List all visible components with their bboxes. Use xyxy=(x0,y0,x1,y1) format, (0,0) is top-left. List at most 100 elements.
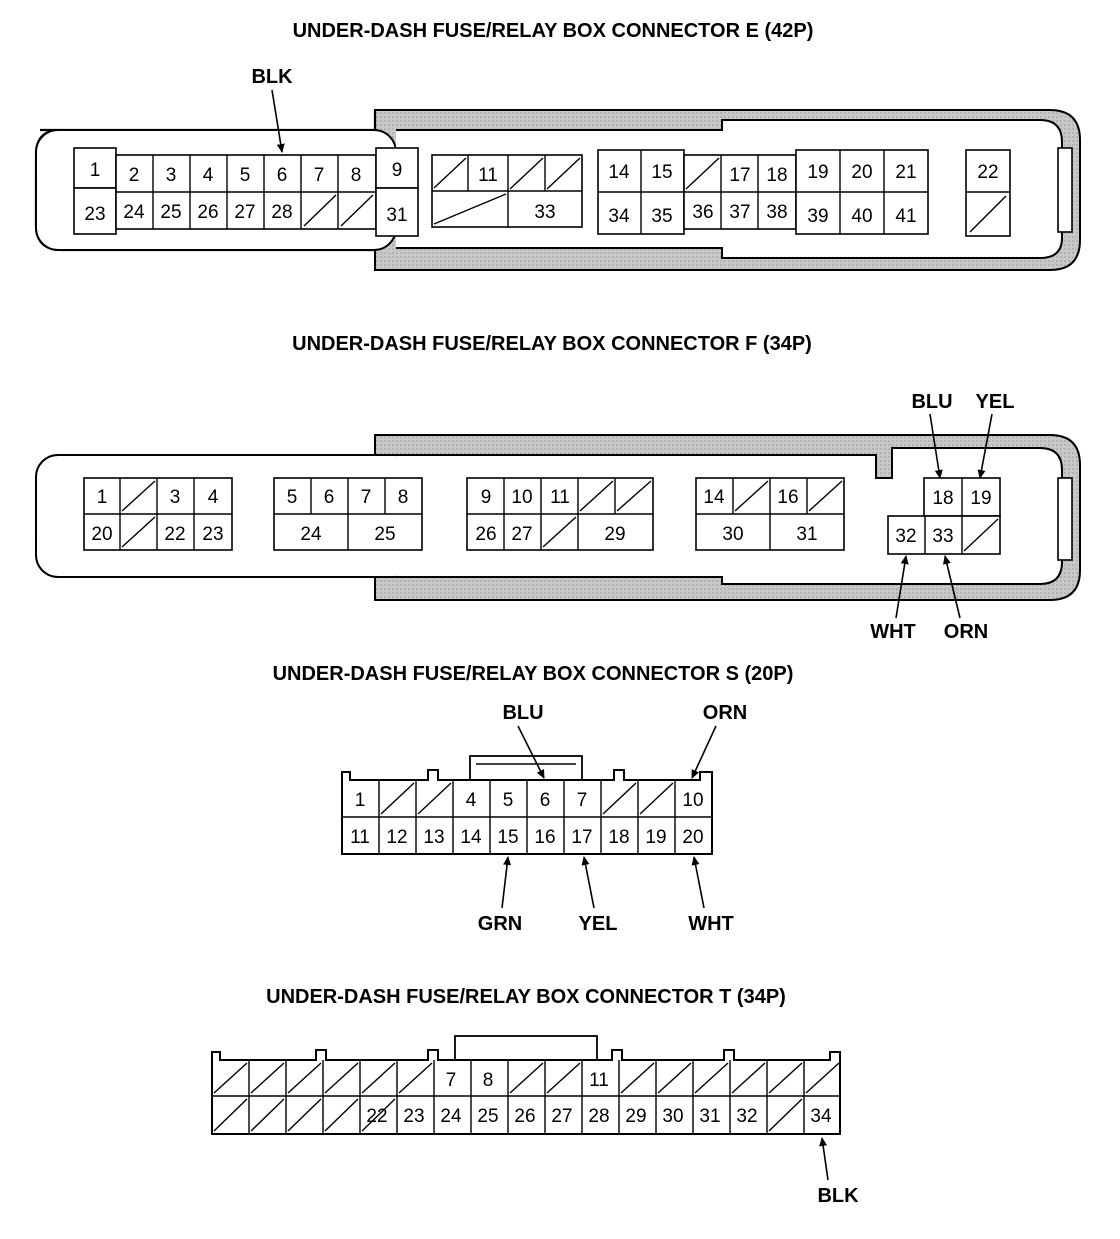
t-blank-cavity xyxy=(361,1098,396,1132)
e-pin-23: 23 xyxy=(84,204,105,225)
s-wire-blu: BLU xyxy=(502,702,543,724)
s-pin-1: 1 xyxy=(355,790,366,811)
s-pin-10: 10 xyxy=(682,790,703,811)
e-pin-38: 38 xyxy=(766,202,787,223)
f-pin19-arrow xyxy=(977,413,993,479)
t-blank-cavity xyxy=(324,1098,359,1132)
s-pin-14: 14 xyxy=(460,827,482,848)
connector-t: 7 8 11 22 23 24 25 26 27 28 29 30 31 32 … xyxy=(211,1035,859,1207)
s-pin-13: 13 xyxy=(423,827,444,848)
e-pin-27: 27 xyxy=(234,202,255,223)
s-pin17-arrow xyxy=(581,856,595,909)
e-pin-31: 31 xyxy=(386,205,407,226)
f-pin-6: 6 xyxy=(324,487,335,508)
e-pin-19: 19 xyxy=(807,162,828,183)
t-pin-34: 34 xyxy=(810,1106,832,1127)
s-wire-yel: YEL xyxy=(579,913,618,935)
t-blank-cavity xyxy=(213,1098,248,1132)
f-pin-20: 20 xyxy=(91,524,112,545)
f-pin-1: 1 xyxy=(97,487,108,508)
connector-t-lock xyxy=(454,1035,598,1061)
t-wire-blk: BLK xyxy=(817,1185,859,1207)
e-pin-22: 22 xyxy=(977,162,998,183)
e-pin-7: 7 xyxy=(314,165,325,186)
t-pin-23: 23 xyxy=(403,1106,424,1127)
t-pin-7: 7 xyxy=(446,1070,457,1091)
connector-e: 1 23 2 3 4 5 6 7 8 24 25 26 27 28 9 31 xyxy=(34,66,1081,271)
f-pin-27: 27 xyxy=(511,524,532,545)
f-pin33-arrow xyxy=(942,555,961,619)
e-pin-3: 3 xyxy=(166,165,177,186)
e-pin6-arrow xyxy=(271,89,285,153)
t-blank-cavity xyxy=(324,1062,359,1094)
f-pin-24: 24 xyxy=(300,524,322,545)
f-pin-9: 9 xyxy=(481,487,492,508)
t-pin-11: 11 xyxy=(589,1070,609,1091)
f-pin-7: 7 xyxy=(361,487,372,508)
connector-e-title: UNDER-DASH FUSE/RELAY BOX CONNECTOR E (4… xyxy=(293,20,814,42)
t-pin-29: 29 xyxy=(625,1106,646,1127)
t-blank-cavity xyxy=(768,1062,803,1094)
t-blank-cavity xyxy=(287,1098,322,1132)
s-pin-17: 17 xyxy=(571,827,592,848)
s-pin-7: 7 xyxy=(577,790,588,811)
e-pin-39: 39 xyxy=(807,206,828,227)
e-pin-25: 25 xyxy=(160,202,181,223)
f-pin-25: 25 xyxy=(374,524,395,545)
e-pin-24: 24 xyxy=(123,202,145,223)
f-pin-5: 5 xyxy=(287,487,298,508)
f-pin-30: 30 xyxy=(722,524,743,545)
f-pin-18: 18 xyxy=(932,488,953,509)
t-pin-22: 22 xyxy=(366,1106,387,1127)
s-pin-16: 16 xyxy=(534,827,555,848)
e-pin-21: 21 xyxy=(895,162,916,183)
t-pin-24: 24 xyxy=(440,1106,462,1127)
connector-s-lock xyxy=(469,755,583,781)
e-pin-6: 6 xyxy=(277,165,288,186)
f-pin-11: 11 xyxy=(550,487,570,508)
e-wire-blk: BLK xyxy=(251,66,293,88)
connector-f-title: UNDER-DASH FUSE/RELAY BOX CONNECTOR F (3… xyxy=(292,333,812,355)
connector-t-grid xyxy=(213,1060,840,1134)
s-pin-20: 20 xyxy=(682,827,703,848)
s-pin-15: 15 xyxy=(497,827,518,848)
e-pin-8: 8 xyxy=(351,165,362,186)
e-pin-28: 28 xyxy=(271,202,292,223)
e-pin-4: 4 xyxy=(203,165,214,186)
connector-f: 1 3 4 20 22 23 5 6 7 8 24 25 9 10 11 26 … xyxy=(35,391,1081,643)
e-pin-5: 5 xyxy=(240,165,251,186)
t-blank-cavity xyxy=(657,1062,692,1094)
f-pin-3: 3 xyxy=(170,487,181,508)
e-pin-17: 17 xyxy=(729,165,750,186)
t-pin-27: 27 xyxy=(551,1106,572,1127)
t-pin-25: 25 xyxy=(477,1106,498,1127)
connector-f-latch xyxy=(1057,477,1073,561)
s-pin-19: 19 xyxy=(645,827,666,848)
t-pin-30: 30 xyxy=(662,1106,683,1127)
t-pin34-arrow xyxy=(819,1137,829,1181)
f-pin-32: 32 xyxy=(895,526,916,547)
s-pin-18: 18 xyxy=(608,827,629,848)
e-pin-1: 1 xyxy=(90,160,101,181)
t-pin-32: 32 xyxy=(736,1106,757,1127)
e-pin-15: 15 xyxy=(651,162,672,183)
e-pin-37: 37 xyxy=(729,202,750,223)
e-pin-33: 33 xyxy=(534,202,555,223)
connector-e-latch xyxy=(1057,147,1073,233)
f-pin-4: 4 xyxy=(208,487,219,508)
e-pin-20: 20 xyxy=(851,162,872,183)
e-pin-11: 11 xyxy=(478,165,498,186)
f-pin-14: 14 xyxy=(703,487,725,508)
f-wire-orn: ORN xyxy=(944,621,988,643)
s-wire-orn: ORN xyxy=(703,702,747,724)
t-blank-cavity xyxy=(509,1062,544,1094)
s-wire-grn: GRN xyxy=(478,913,522,935)
t-blank-cavity xyxy=(546,1062,581,1094)
t-blank-cavity xyxy=(620,1062,655,1094)
t-blank-cavity xyxy=(250,1098,285,1132)
connector-s: 1 4 5 6 7 10 11 12 13 14 15 16 17 18 19 … xyxy=(341,702,747,935)
s-pin20-arrow xyxy=(691,856,705,909)
connector-s-title: UNDER-DASH FUSE/RELAY BOX CONNECTOR S (2… xyxy=(273,663,794,685)
